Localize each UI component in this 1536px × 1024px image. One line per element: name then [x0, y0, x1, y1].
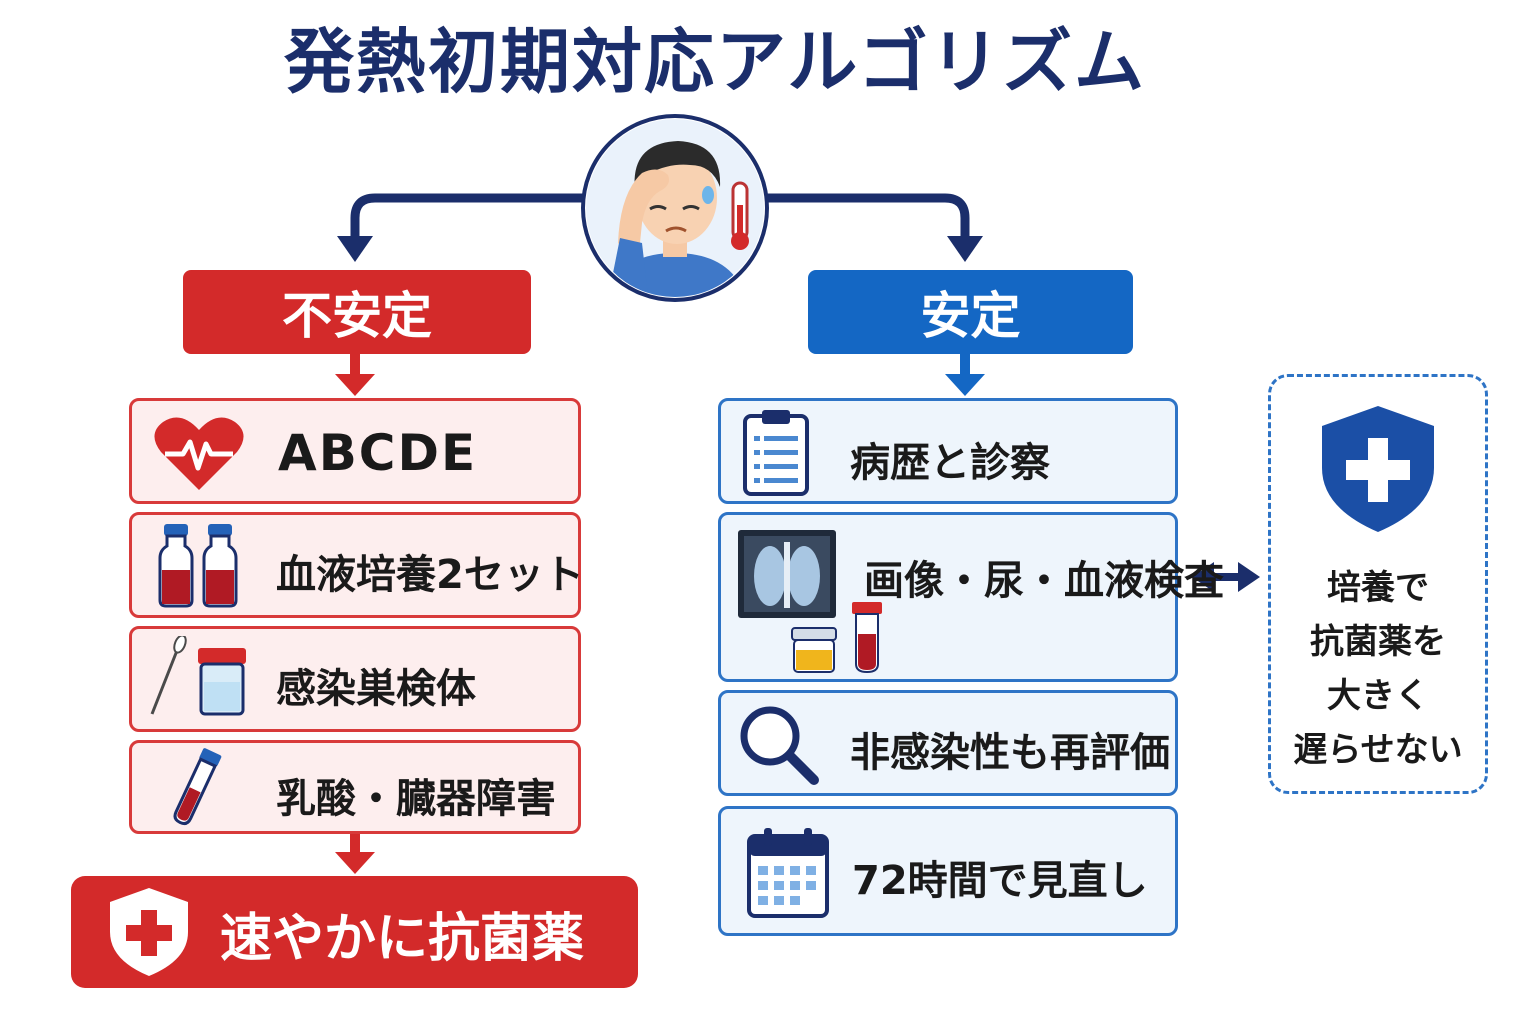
double-arrow-icon: [1192, 562, 1260, 592]
clipboard-icon: [743, 410, 809, 496]
stable-step-label: 非感染性も再評価: [850, 730, 1170, 776]
stable-step-label: 72時間で見直し: [852, 858, 1148, 904]
unstable-step-label: 血液培養2セット: [276, 552, 584, 598]
arrow-to-unstable: [337, 236, 373, 262]
magnifier-icon: [740, 706, 819, 785]
page-title: 発熱初期対応アルゴリズム: [284, 21, 1146, 103]
unstable-step-label: 乳酸・臓器障害: [276, 776, 556, 822]
note-line: 抗菌薬を: [1310, 622, 1446, 662]
shield-plus-icon: [110, 888, 188, 976]
unstable-header: 不安定: [183, 270, 531, 354]
arrow-stable-steps: [945, 374, 985, 396]
xray-urine-blood-icon: [738, 530, 882, 674]
swab-and-specimen-cup-icon: [150, 636, 246, 716]
stable-step-label: 病歴と診察: [850, 440, 1050, 486]
note-line: 培養で: [1327, 568, 1429, 608]
unstable-step-label: 感染巣検体: [276, 666, 476, 712]
shield-plus-icon: [1322, 406, 1434, 532]
heart-pulse-icon: [154, 417, 244, 490]
note-line: 大きく: [1327, 676, 1429, 716]
split-connector: [350, 193, 970, 245]
arrow-to-action: [335, 852, 375, 874]
arrow-to-stable: [947, 236, 983, 262]
arrow-unstable-steps: [335, 374, 375, 396]
note-line: 遅らせない: [1293, 730, 1463, 770]
stable-header: 安定: [808, 270, 1133, 354]
blood-tube-icon: [173, 748, 222, 825]
feverish-patient-icon: [581, 114, 769, 302]
antibiotics-action-label: 速やかに抗菌薬: [220, 909, 585, 969]
blood-culture-bottles-icon: [158, 524, 238, 608]
unstable-step-label: ABCDE: [278, 424, 478, 482]
stable-step-label: 画像・尿・血液検査: [864, 558, 1224, 604]
calendar-icon: [747, 828, 829, 918]
